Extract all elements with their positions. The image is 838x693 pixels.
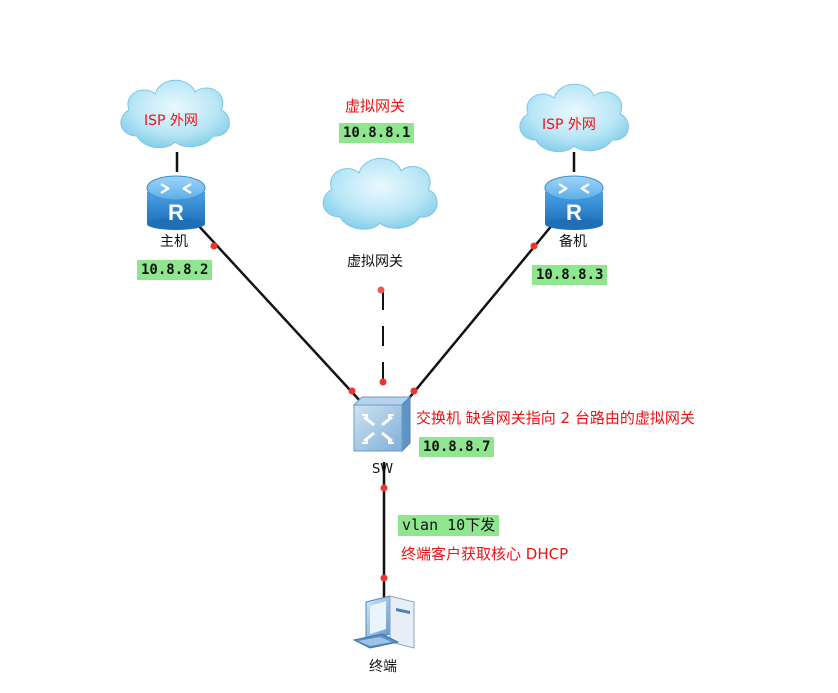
port-dot (530, 242, 538, 250)
isp-cloud-left-label: ISP 外网 (144, 113, 198, 129)
virtual-gateway-title: 虚拟网关 (345, 97, 406, 115)
dhcp-note: 终端客户获取核心 DHCP (401, 545, 569, 563)
backup-router-label: 备机 (559, 234, 587, 250)
port-dot (348, 387, 356, 395)
port-dot (410, 387, 418, 395)
virtual-gateway-ip: 10.8.8.1 (339, 123, 415, 143)
backup-router-letter: R (566, 200, 582, 225)
terminal-pc-icon (352, 595, 415, 649)
port-dot (210, 242, 218, 250)
backup-router-icon: R (544, 175, 604, 230)
switch-ip: 10.8.8.7 (419, 437, 495, 457)
link-backup-to-switch (404, 223, 554, 404)
port-dot (380, 574, 388, 582)
master-router-label: 主机 (160, 234, 188, 250)
port-dots (210, 242, 538, 582)
switch-note: 交换机 缺省网关指向 2 台路由的虚拟网关 (416, 409, 695, 427)
virtual-gateway-cloud-label: 虚拟网关 (347, 254, 403, 270)
link-master-to-switch (196, 223, 363, 404)
switch-icon (352, 395, 412, 453)
virtual-gateway-cloud (322, 157, 438, 230)
port-dot (379, 378, 387, 386)
master-router-icon: R (146, 175, 206, 230)
master-router-ip: 10.8.8.2 (137, 260, 213, 280)
master-router-letter: R (168, 200, 184, 225)
backup-router-ip: 10.8.8.3 (532, 265, 608, 285)
vlan-note: vlan 10下发 (398, 515, 500, 536)
port-dot (377, 286, 385, 294)
switch-label: SW (372, 462, 394, 477)
isp-cloud-right-label: ISP 外网 (542, 117, 596, 133)
port-dot (380, 484, 388, 492)
terminal-label: 终端 (369, 659, 397, 675)
